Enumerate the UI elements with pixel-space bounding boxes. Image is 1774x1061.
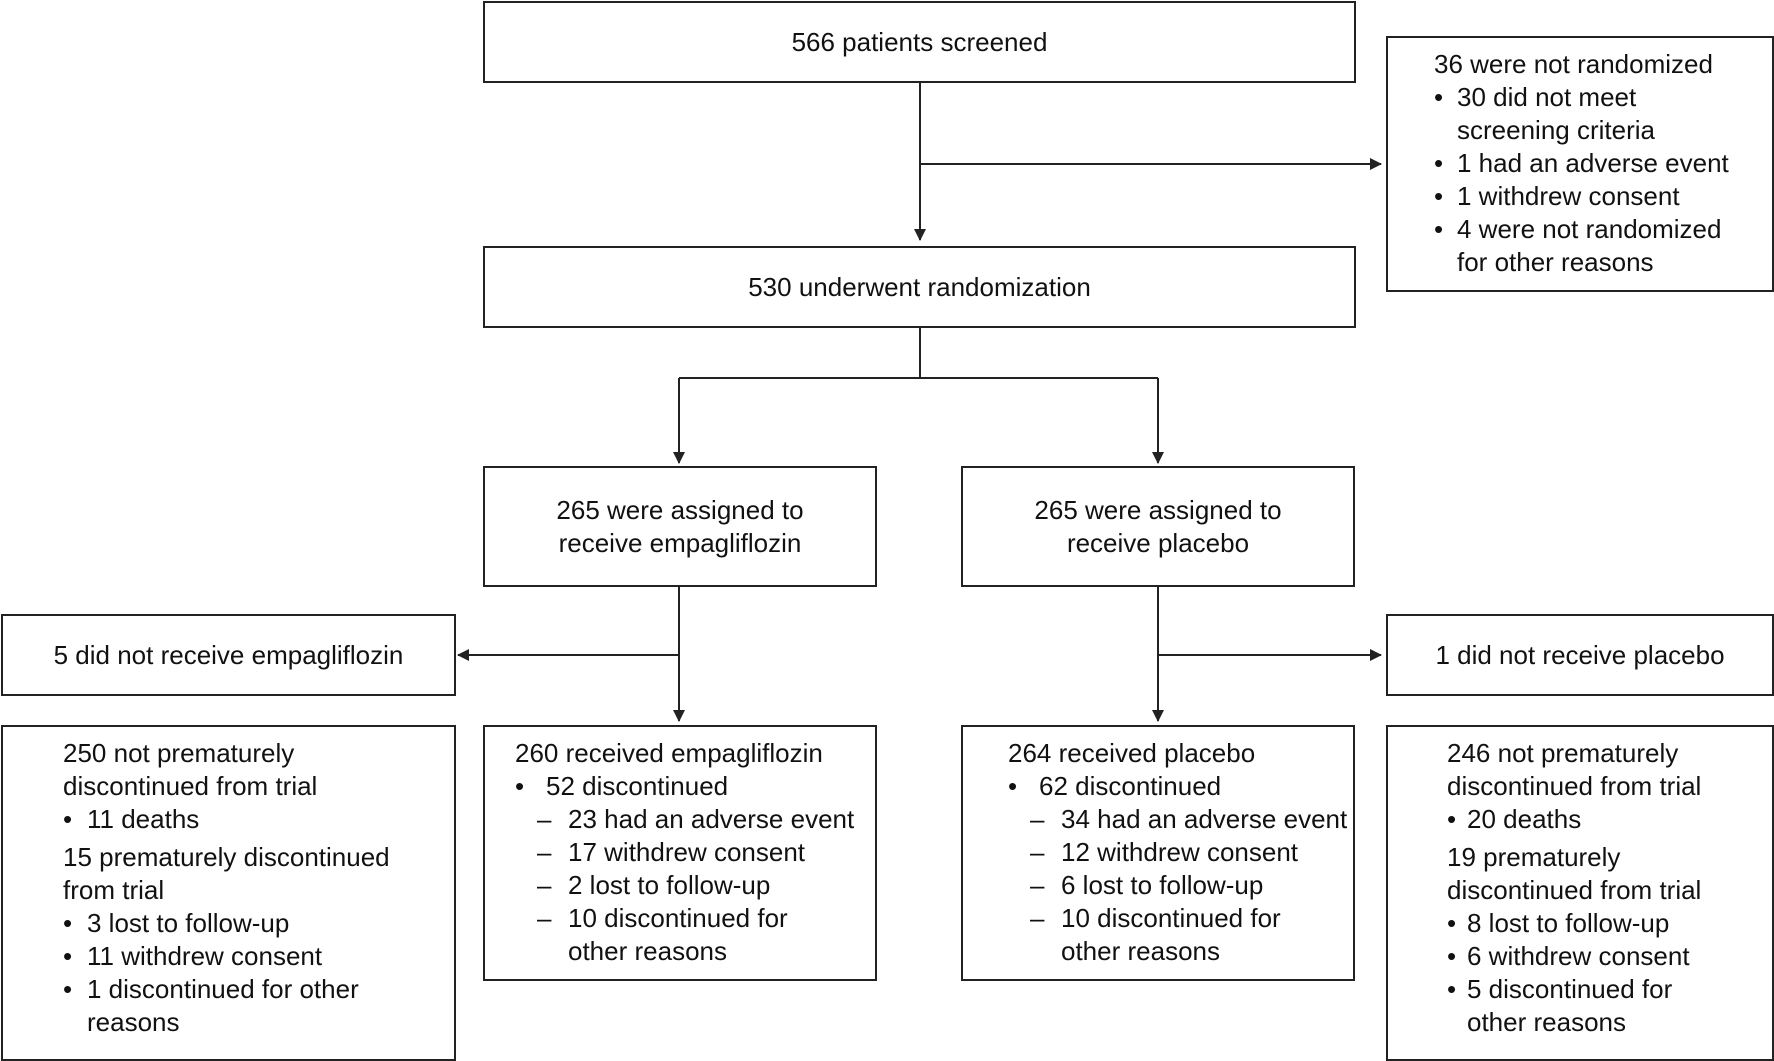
placebo-arm-box: 265 were assigned to receive placebo [961, 466, 1355, 587]
other-reasons-item: – 10 discontinued for other reasons [537, 903, 788, 966]
other-reasons-item: – 10 discontinued for other reasons [1030, 903, 1281, 966]
withdrew-item: – 12 withdrew consent [1030, 837, 1299, 867]
empa-trial-status-box: 250 not prematurely discontinued from tr… [1, 725, 456, 1061]
randomized-box: 530 underwent randomization [483, 246, 1356, 328]
withdrew-item: • 6 withdrew consent [1447, 941, 1690, 971]
not-randomized-item: • 1 had an adverse event [1434, 148, 1729, 178]
randomized-label: 530 underwent randomization [748, 271, 1091, 302]
placebo-received-box: 264 received placebo • 62 discontinued –… [961, 725, 1355, 981]
lost-item: • 3 lost to follow-up [63, 908, 290, 938]
not-randomized-box: 36 were not randomized • 30 did not meet… [1386, 36, 1774, 292]
adverse-item: – 34 had an adverse event [1030, 804, 1348, 834]
not-randomized-title: 36 were not randomized [1434, 49, 1713, 79]
withdrew-item: • 11 withdrew consent [63, 941, 323, 971]
deaths-item: • 20 deaths [1447, 804, 1582, 834]
screened-box: 566 patients screened [483, 1, 1356, 83]
discontinued-item: • 62 discontinued [1008, 771, 1222, 801]
lost-item: • 8 lost to follow-up [1447, 908, 1670, 938]
withdrew-item: – 17 withdrew consent [537, 837, 806, 867]
not-randomized-item: • 1 withdrew consent [1434, 181, 1680, 211]
lost-item: – 2 lost to follow-up [537, 870, 771, 900]
placebo-not-received-box: 1 did not receive placebo [1386, 614, 1774, 696]
other-reasons-item: • 1 discontinued for other reasons [63, 974, 359, 1037]
empa-not-received-box: 5 did not receive empagliflozin [1, 614, 456, 696]
empa-received-box: 260 received empagliflozin • 52 disconti… [483, 725, 877, 981]
placebo-trial-status-box: 246 not prematurely discontinued from tr… [1386, 725, 1774, 1061]
empa-arm-box: 265 were assigned to receive empaglifloz… [483, 466, 877, 587]
other-reasons-item: • 5 discontinued for other reasons [1447, 974, 1673, 1037]
screened-label: 566 patients screened [791, 26, 1048, 57]
deaths-item: • 11 deaths [63, 804, 200, 834]
not-randomized-item: • 30 did not meet screening criteria [1434, 82, 1655, 145]
not-randomized-item: • 4 were not randomized for other reason… [1434, 214, 1722, 277]
lost-item: – 6 lost to follow-up [1030, 870, 1264, 900]
discontinued-item: • 52 discontinued [515, 771, 729, 801]
adverse-item: – 23 had an adverse event [537, 804, 855, 834]
